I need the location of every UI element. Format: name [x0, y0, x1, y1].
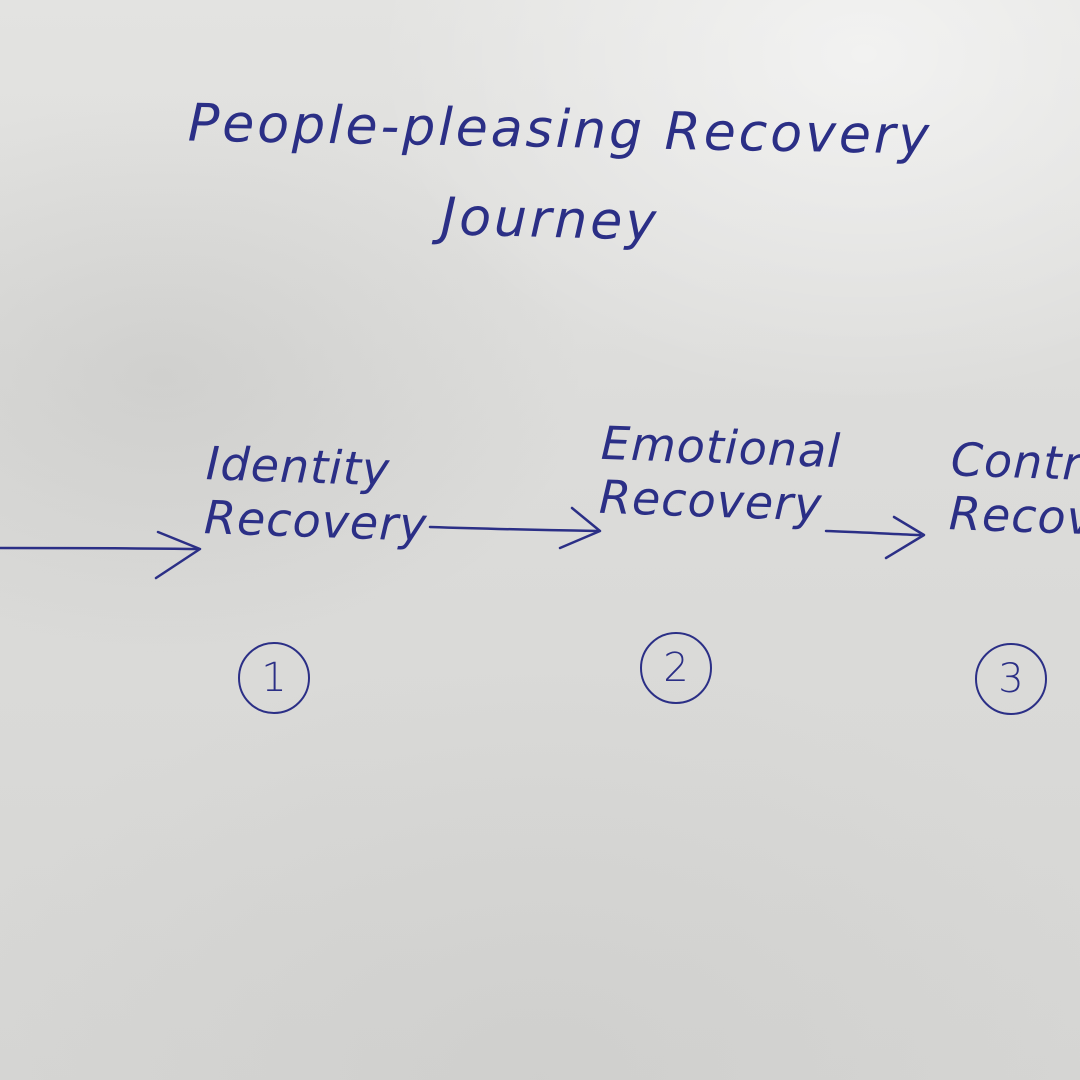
stage-2-line-2: Recovery [598, 469, 824, 532]
stage-1-line-1: Identity [205, 436, 392, 497]
arrow-stage-2-to-3 [824, 515, 926, 560]
stage-control-recovery: Contro Recov [948, 432, 1080, 546]
stage-1-number-circle: 1 [238, 642, 310, 714]
stage-identity-recovery: Identity Recovery [203, 436, 430, 552]
arrow-into-stage-1 [0, 530, 202, 580]
stage-3-line-2: Recov [948, 486, 1080, 546]
title-line-2: Journey [440, 187, 660, 253]
title-line-1: People-pleasing Recovery [187, 93, 933, 167]
stage-3-line-1: Contro [950, 432, 1080, 492]
arrow-stage-1-to-2 [428, 506, 602, 550]
stage-emotional-recovery: Emotional Recovery [598, 416, 842, 532]
stage-3-number-circle: 3 [975, 643, 1047, 715]
stage-1-line-2: Recovery [203, 490, 429, 552]
stage-2-number-circle: 2 [640, 632, 712, 704]
stage-2-line-1: Emotional [600, 415, 842, 479]
